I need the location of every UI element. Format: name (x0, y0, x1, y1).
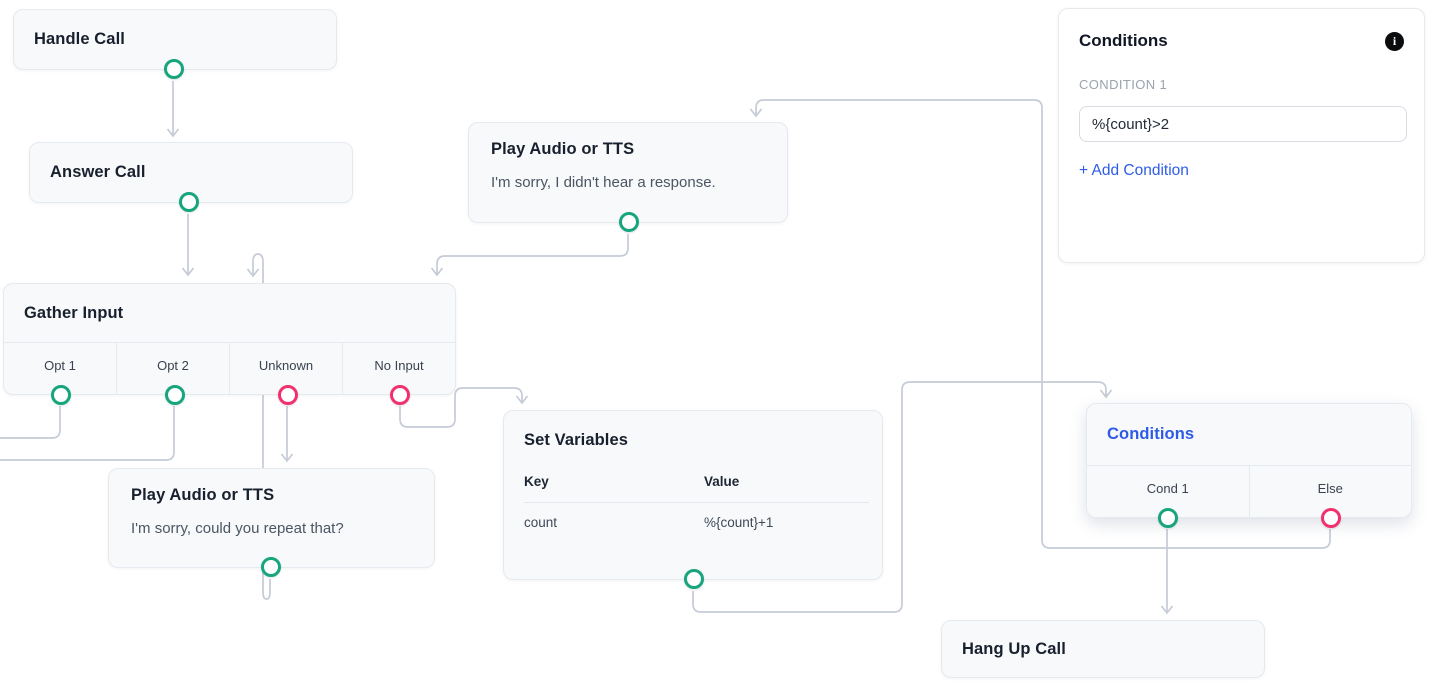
edge-ttsBottom-loop-to-gather[interactable] (246, 253, 271, 600)
branch-label: Opt 1 (44, 358, 76, 373)
output-port-else[interactable] (1320, 508, 1341, 528)
branch-label: Unknown (258, 358, 314, 373)
node-hang-up-call[interactable]: Hang Up Call (941, 620, 1265, 678)
node-play-audio-tts-repeat[interactable]: Play Audio or TTS I'm sorry, could you r… (108, 468, 435, 577)
info-icon[interactable]: i (1385, 31, 1404, 51)
edge-opt2-offscreen[interactable] (0, 406, 175, 461)
table-divider (524, 502, 869, 503)
add-condition-link[interactable]: + Add Condition (1079, 162, 1189, 179)
node-answer-call[interactable]: Answer Call (29, 142, 353, 212)
branch-else[interactable]: Else (1248, 466, 1412, 528)
branch-cond-1[interactable]: Cond 1 (1087, 466, 1249, 528)
branch-label: Else (1317, 481, 1343, 496)
output-port[interactable] (164, 59, 184, 79)
output-port-unknown[interactable] (278, 385, 298, 405)
node-title: Play Audio or TTS (131, 486, 275, 504)
column-header-value: Value (704, 474, 740, 489)
node-title: Handle Call (34, 30, 125, 48)
node-handle-call[interactable]: Handle Call (13, 9, 337, 79)
conditions-properties-panel: Conditions i CONDITION 1 + Add Condition (1058, 8, 1425, 263)
branch-unknown[interactable]: Unknown (229, 343, 342, 405)
branch-opt-2[interactable]: Opt 2 (116, 343, 229, 405)
condition-expression-input[interactable] (1079, 106, 1407, 142)
node-title: Conditions (1107, 425, 1195, 443)
node-gather-input[interactable]: Gather Input Opt 1 Opt 2 Unknown No Inpu… (3, 283, 456, 405)
variable-value: %{count}+1 (704, 515, 774, 530)
node-title: Play Audio or TTS (491, 140, 635, 158)
output-port-opt-1[interactable] (51, 385, 71, 405)
node-title: Gather Input (24, 303, 124, 322)
output-port-no-input[interactable] (390, 385, 410, 405)
variable-key: count (524, 515, 558, 530)
branch-no-input[interactable]: No Input (342, 343, 455, 405)
output-port[interactable] (179, 192, 199, 212)
node-message: I'm sorry, I didn't hear a response. (491, 174, 716, 191)
branch-label: No Input (374, 358, 424, 373)
edge-opt1-offscreen[interactable] (0, 406, 61, 439)
variable-row: count %{count}+1 (524, 515, 862, 530)
node-title: Hang Up Call (962, 639, 1066, 658)
edge-noinput-to-setvars[interactable] (399, 387, 529, 428)
node-title: Answer Call (50, 163, 146, 181)
output-port-opt-2[interactable] (165, 385, 185, 405)
node-conditions[interactable]: Conditions Cond 1 Else (1086, 403, 1412, 528)
edge-else-to-ttsTop[interactable] (749, 99, 1331, 549)
output-port[interactable] (261, 557, 281, 577)
edge-ttsTop-to-gather[interactable] (430, 234, 629, 277)
condition-section-label: CONDITION 1 (1079, 77, 1168, 92)
panel-title: Conditions (1079, 31, 1168, 50)
branch-opt-1[interactable]: Opt 1 (4, 343, 116, 405)
node-set-variables[interactable]: Set Variables Key Value count %{count}+1 (503, 410, 883, 589)
branch-label: Cond 1 (1146, 481, 1189, 496)
output-port[interactable] (684, 569, 704, 589)
branch-label: Opt 2 (157, 358, 189, 373)
column-header-key: Key (524, 474, 549, 489)
node-message: I'm sorry, could you repeat that? (131, 520, 344, 537)
output-port[interactable] (619, 212, 639, 232)
node-play-audio-tts-no-response[interactable]: Play Audio or TTS I'm sorry, I didn't he… (468, 122, 788, 232)
edge-setvars-to-conditions[interactable] (692, 381, 1113, 613)
output-port-cond-1[interactable] (1158, 508, 1178, 528)
node-title: Set Variables (524, 431, 629, 449)
